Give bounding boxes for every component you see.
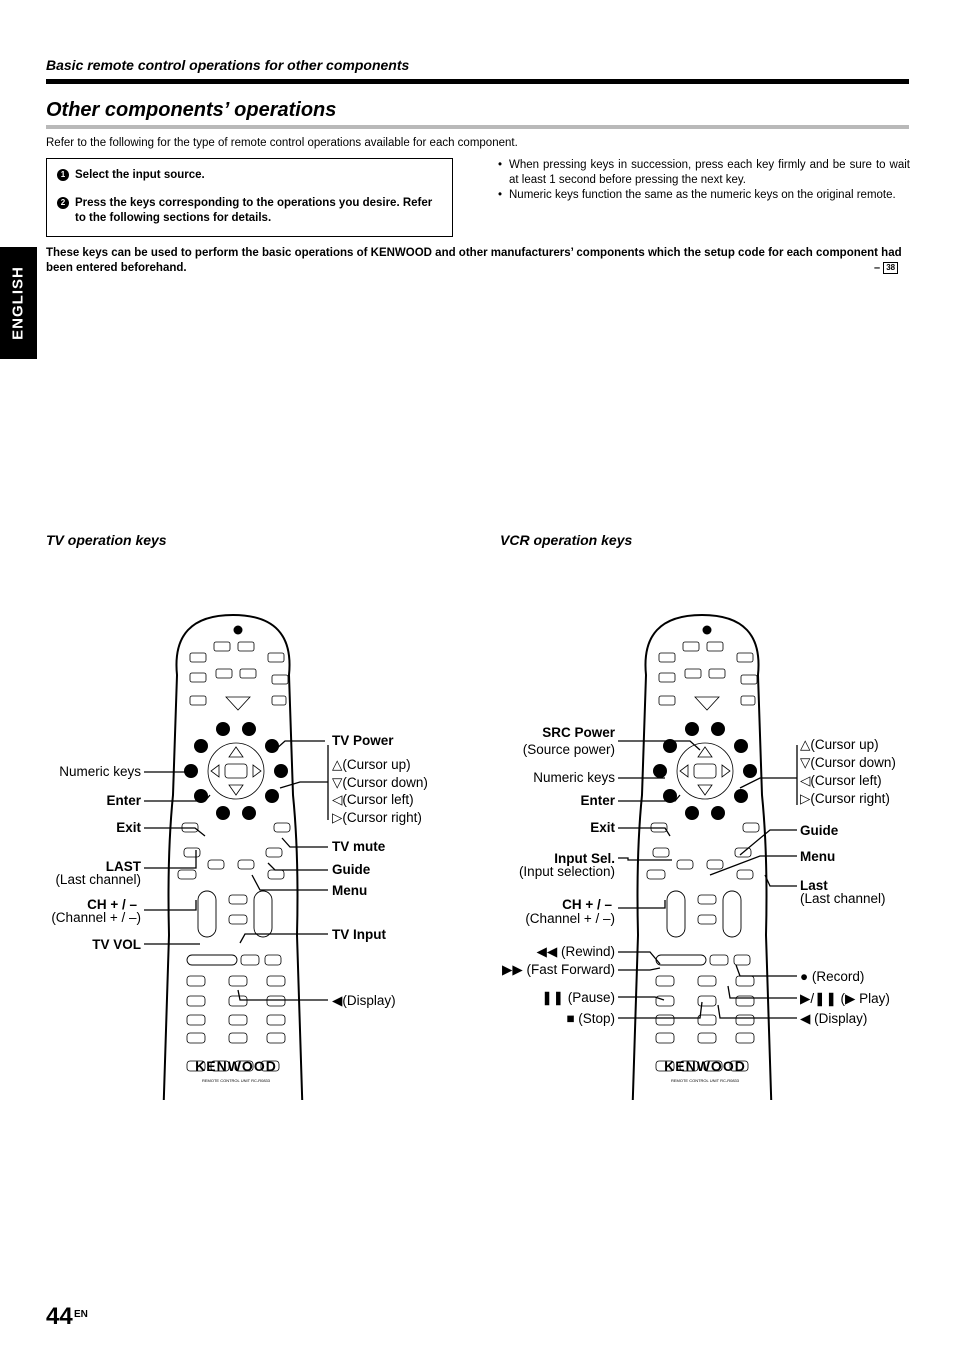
model-label: REMOTE CONTROL UNIT RC-R0833 [671,1078,740,1083]
step-number: 1 [57,169,69,181]
label-input-sel-sub: (Input selection) [519,864,615,879]
label-cursor-left: ◁(Cursor left) [332,792,414,807]
vcr-section-title: VCR operation keys [500,532,633,548]
label-guide: Guide [800,823,839,838]
label-tv-mute: TV mute [332,839,386,854]
label-display: ◀ (Display) [800,1011,867,1026]
book-icon: 38 [883,262,899,275]
lead-text: These keys can be used to perform the ba… [46,247,902,274]
label-tv-input: TV Input [332,927,386,942]
label-fast-forward: ▶▶ (Fast Forward) [502,962,615,977]
label-menu: Menu [800,849,835,864]
step-text: Press the keys corresponding to the oper… [75,197,433,224]
page-language: EN [74,1309,88,1320]
label-menu: Menu [332,883,367,898]
label-cursor-right: ▷(Cursor right) [800,791,890,806]
remote-diagrams: KENWOOD REMOTE CONTROL UNIT RC-R0833 KEN… [51,614,896,1100]
label-tv-vol: TV VOL [92,937,141,952]
note-item: When pressing keys in succession, press … [498,158,910,188]
header-rule [46,79,909,84]
label-numeric-keys: Numeric keys [533,770,615,785]
label-guide: Guide [332,862,371,877]
tv-labels: TV Power Numeric keys △(Cursor up) ▽(Cur… [51,733,428,1008]
page-title: Other components’ operations [46,99,337,121]
step-text: Select the input source. [75,169,205,181]
label-last: Last [800,878,828,893]
label-display: ◀(Display) [332,993,396,1008]
label-stop: ■ (Stop) [566,1011,615,1026]
label-src-power: SRC Power [542,725,616,740]
vcr-labels: SRC Power (Source power) Numeric keys En… [502,725,896,1026]
label-tv-power: TV Power [332,733,394,748]
label-pause: ❚❚ (Pause) [541,990,615,1006]
label-enter: Enter [580,793,615,808]
brand-logo: KENWOOD [195,1058,277,1074]
label-rewind: ◀◀ (Rewind) [536,944,615,959]
page-number: 44 [46,1303,73,1330]
label-numeric-keys: Numeric keys [59,764,141,779]
language-tab [0,247,37,359]
brand-logo: KENWOOD [664,1058,746,1074]
label-exit: Exit [116,820,141,835]
vcr-callout-lines [618,740,798,1019]
label-cursor-up: △(Cursor up) [800,737,879,752]
page-reference: – 38 [874,262,899,275]
tv-callout-lines [144,740,329,1001]
label-cursor-down: ▽(Cursor down) [332,775,428,790]
steps-box: 1 Select the input source. 2 Press the k… [46,158,453,237]
label-ch-sub: (Channel + / –) [51,910,141,925]
vcr-remote: KENWOOD REMOTE CONTROL UNIT RC-R0833 [631,614,773,1100]
label-cursor-down: ▽(Cursor down) [800,755,896,770]
label-ch: CH + / – [562,897,612,912]
label-cursor-left: ◁(Cursor left) [800,773,882,788]
language-tab-label: ENGLISH [9,266,27,340]
step-number: 2 [57,197,69,209]
label-last: LAST [106,859,142,874]
notes-list: When pressing keys in succession, press … [498,158,910,203]
label-ch-sub: (Channel + / –) [525,911,615,926]
label-cursor-right: ▷(Cursor right) [332,810,422,825]
label-ch: CH + / – [87,897,137,912]
intro-text: Refer to the following for the type of r… [46,137,518,149]
tv-section-title: TV operation keys [46,532,167,548]
label-input-sel: Input Sel. [554,851,615,866]
section-header: Basic remote control operations for othe… [46,57,410,73]
model-label: REMOTE CONTROL UNIT RC-R0833 [202,1078,271,1083]
label-cursor-up: △(Cursor up) [332,757,411,772]
title-rule [46,125,909,129]
label-enter: Enter [106,793,141,808]
label-last-sub: (Last channel) [800,891,886,906]
label-last-sub: (Last channel) [55,872,141,887]
note-item: Numeric keys function the same as the nu… [498,188,910,203]
step-1: 1 Select the input source. [57,168,442,183]
label-record: ● (Record) [800,969,864,984]
label-src-power-sub: (Source power) [523,742,615,757]
step-2: 2 Press the keys corresponding to the op… [57,196,442,226]
tv-remote: KENWOOD REMOTE CONTROL UNIT RC-R0833 [162,614,304,1100]
label-exit: Exit [590,820,615,835]
label-play: ▶/❚❚ (▶ Play) [800,991,890,1007]
